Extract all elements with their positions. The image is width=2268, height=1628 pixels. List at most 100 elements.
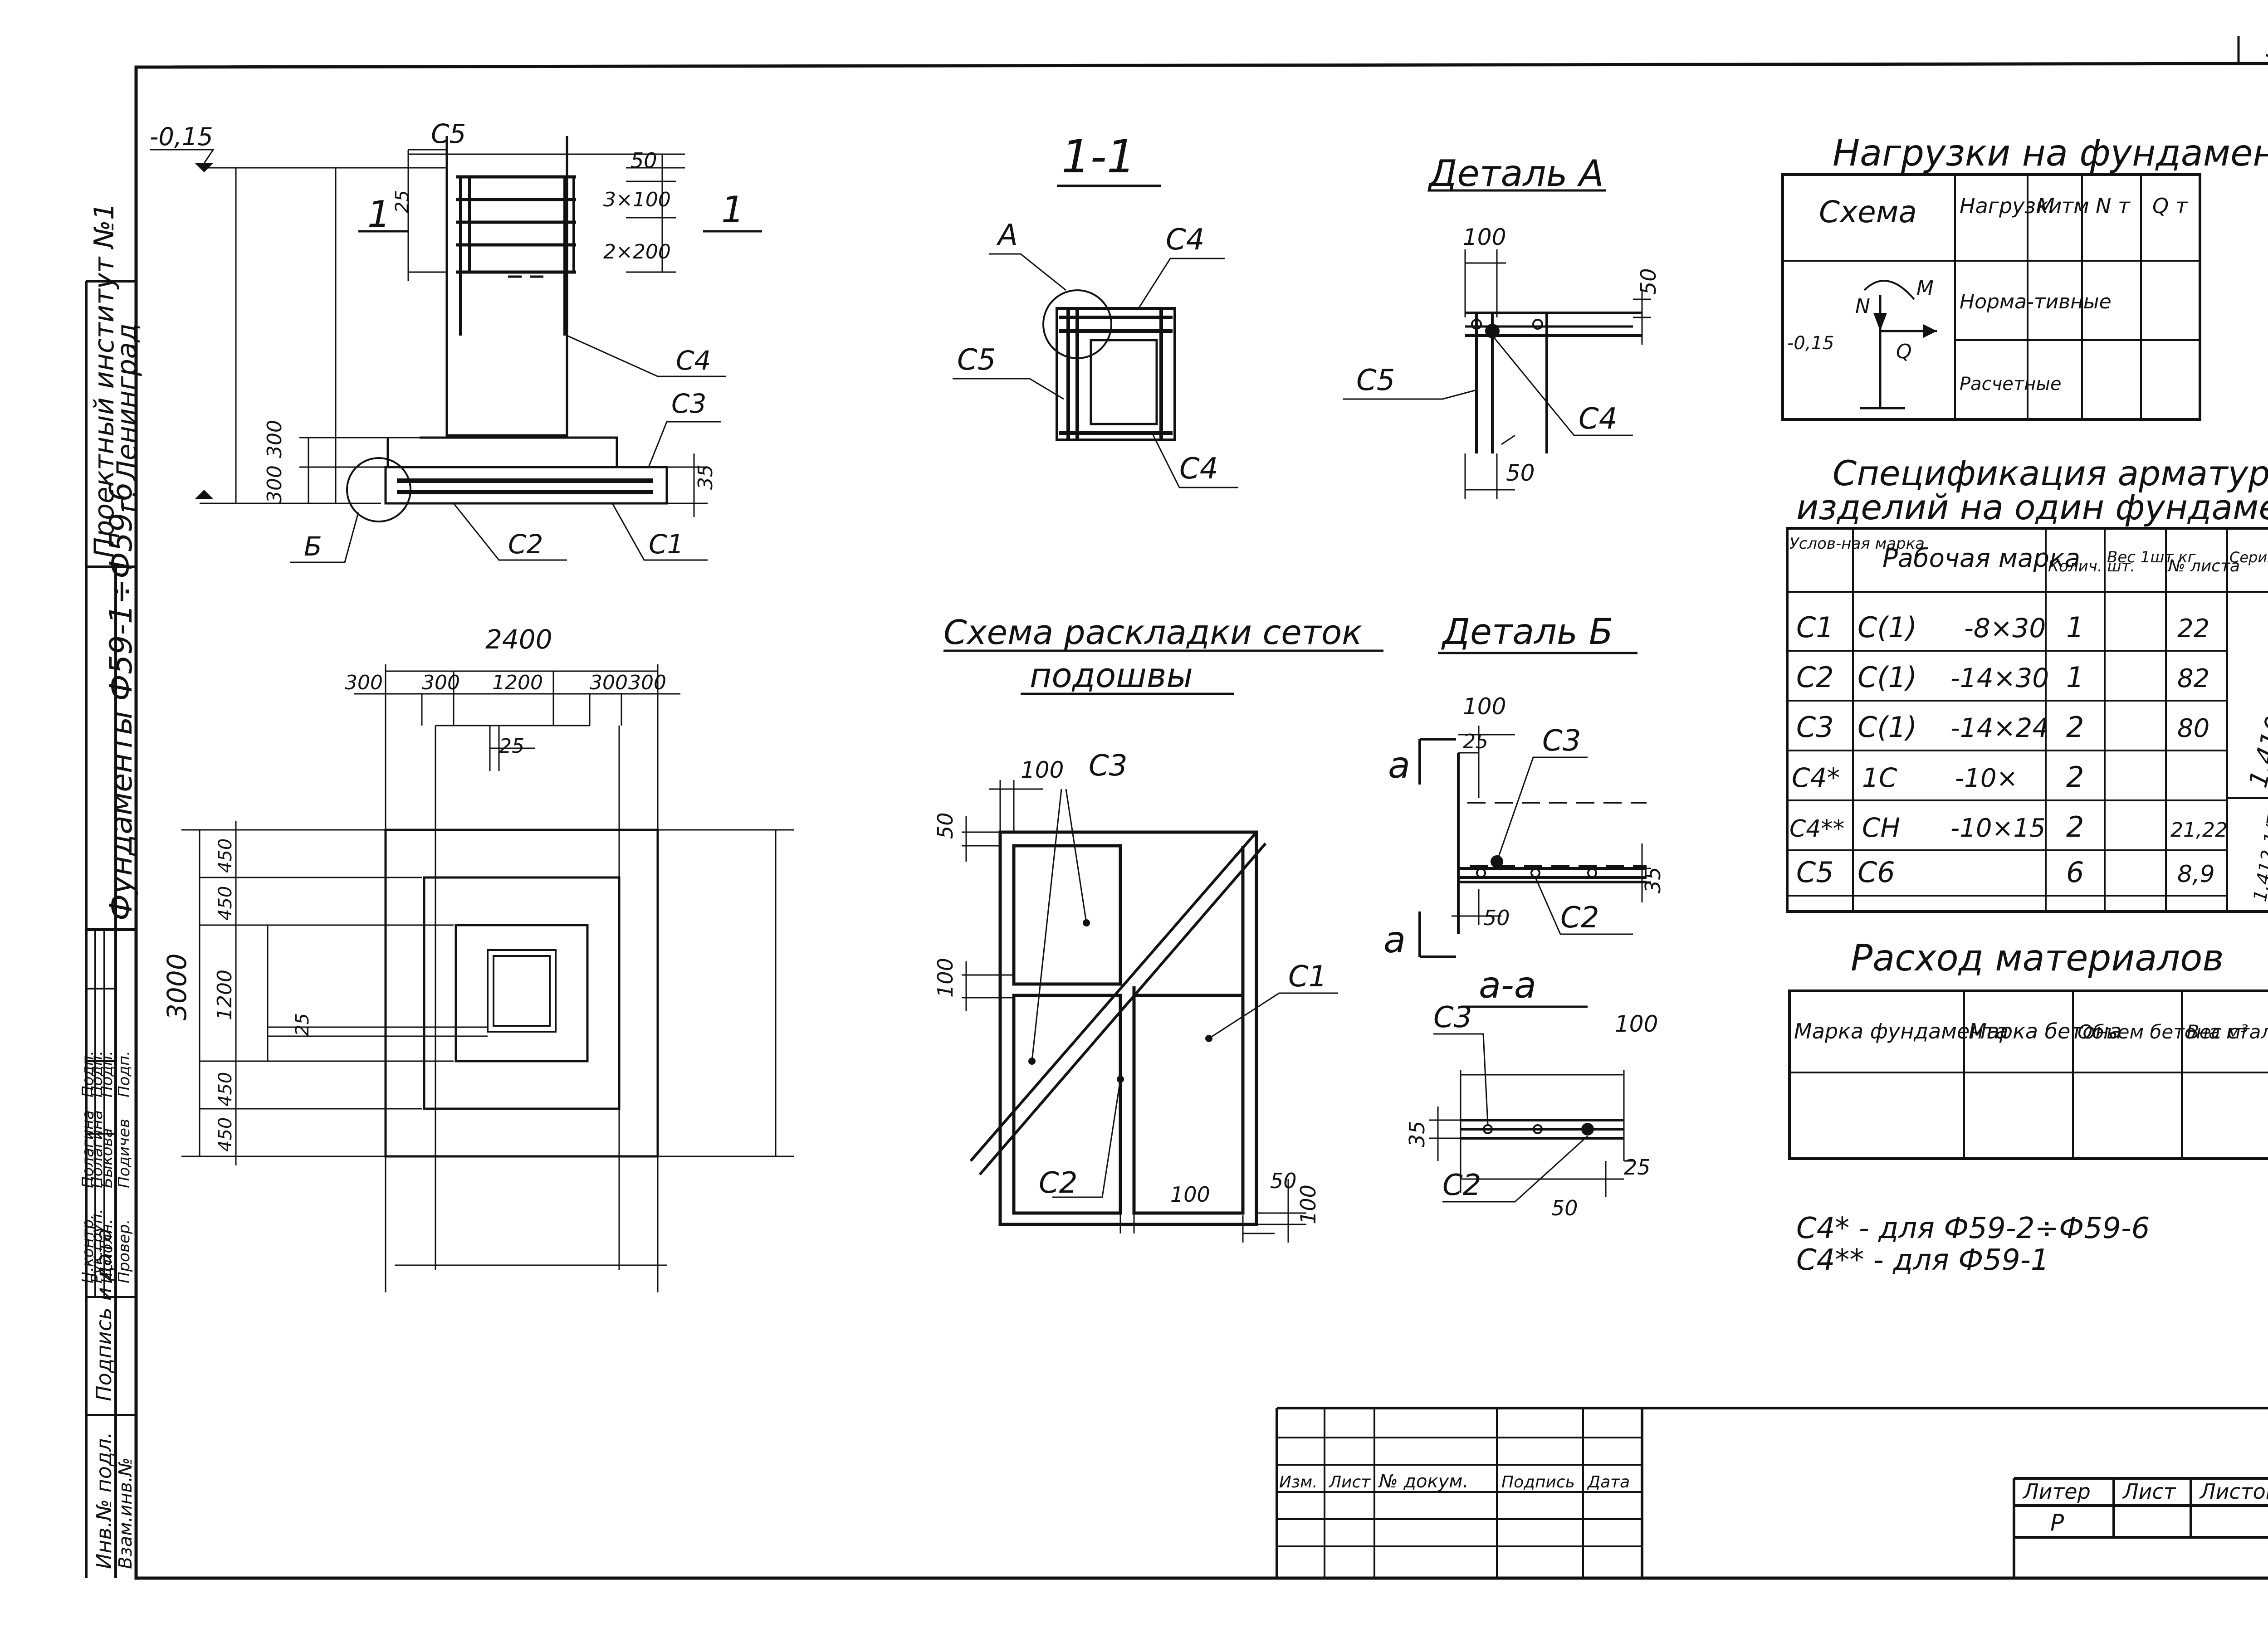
spec-row-1-sheet: 82 <box>2177 664 2209 693</box>
elev-detail-b-marker <box>346 457 411 522</box>
spec-row-3-size: -10× <box>1955 764 2018 793</box>
section-aa-title: а-а <box>1479 964 1536 1006</box>
stamp-row-0-name: Полагина <box>79 1110 97 1188</box>
detail-b-label-c3: С3 <box>1542 724 1581 758</box>
spec-row-3-qty: 2 <box>2066 760 2084 794</box>
stamp-row-0-role: Н.контр. <box>79 1214 97 1283</box>
section11-label-c5: С5 <box>957 343 996 377</box>
elev-dim-300-low: 300 <box>263 465 286 503</box>
layout-dim-100-top: 100 <box>1021 757 1064 783</box>
elev-dim-35: 35 <box>694 464 717 490</box>
materials-table: Расход материалов Марка фундамента Марка… <box>1788 937 2268 1160</box>
elev-dim-25: 25 <box>392 190 413 213</box>
spec-header-work: Рабочая марка <box>1882 544 2080 573</box>
plan-dim-25: 25 <box>499 735 524 758</box>
section11-label-c4-top: С4 <box>1166 223 1204 257</box>
spec-row-2-work: С(1) <box>1857 711 1917 744</box>
loads-row-normative: Норма-тивные <box>1960 290 2112 313</box>
spec-row-2-size: -14×24 <box>1950 712 2049 743</box>
layout-title-line1: Схема раскладки сеток <box>943 613 1362 652</box>
spec-row-0-work: С(1) <box>1857 611 1917 644</box>
elev-dim-2x200: 2×200 <box>603 240 671 263</box>
section-aa-dim-35: 35 <box>1405 1121 1429 1147</box>
spec-series-1: 1.410-2 Вып.1 <box>2244 605 2268 791</box>
loads-scheme-n: N <box>1855 295 1870 318</box>
elev-level-label: -0,15 <box>150 122 213 151</box>
elev-dim-300-high: 300 <box>263 420 286 458</box>
stamp-signdate-label: Подпись и дата <box>92 1228 116 1401</box>
detail-b: Деталь Б а а 100 25 35 50 С3 С2 <box>1383 612 1665 961</box>
detail-a: Деталь А 100 50 50 С5 С4 <box>1343 152 1661 499</box>
plan-dim-450-2: 450 <box>215 886 236 921</box>
elev-dim-top: С5 <box>431 118 466 149</box>
layout-dim-100-right: 100 <box>1296 1184 1320 1224</box>
stamp-inv-label: Инв.№ подл. <box>92 1432 116 1569</box>
spec-row-4-qty: 2 <box>2066 810 2084 843</box>
elev-label-c1: С1 <box>649 529 684 560</box>
detail-a-dim-100: 100 <box>1463 224 1506 250</box>
tb-stage-header-sheets: Листов <box>2199 1479 2268 1504</box>
side-stamp: Проектный институт №1 г. Ленинград Фунда… <box>79 203 143 1578</box>
page-number: 37 <box>2266 34 2268 63</box>
tb-header-sign: Подпись <box>1501 1473 1575 1492</box>
spec-series-2: 1.412-1/77.83 <box>2250 774 2268 903</box>
detail-a-label-c5: С5 <box>1356 364 1395 397</box>
stamp-row-1-name: Полагина <box>88 1110 106 1188</box>
spec-row-0-mark: С1 <box>1796 611 1834 644</box>
elev-section-mark-left: 1 <box>367 193 391 235</box>
tb-header-doc: № докум. <box>1378 1471 1468 1492</box>
materials-header-foundation: Марка фундамента <box>1794 1019 2008 1043</box>
stamp-row-2-name: Быкова <box>98 1128 116 1188</box>
spec-title-line2: изделий на один фундамент <box>1796 487 2268 527</box>
spec-row-5-qty: 6 <box>2066 856 2084 889</box>
section-aa-dim-50: 50 <box>1551 1196 1578 1220</box>
spec-header-weight: Вес 1шт кг <box>2107 548 2196 566</box>
plan-dim-450-1: 450 <box>215 838 236 873</box>
title-block: Изм. Лист № докум. Подпись Дата Литер Ли… <box>1276 1407 2268 1578</box>
plan-dim-450-3: 450 <box>215 1072 236 1106</box>
detail-a-title: Деталь А <box>1427 152 1604 195</box>
plan-dim-1200: 1200 <box>492 671 543 694</box>
section-1-1: 1-1 А С4 С5 С4 <box>953 130 1238 488</box>
spec-header-series: Серия, выпуск <box>2229 549 2268 566</box>
plan-dim-300-1: 300 <box>345 671 383 694</box>
spec-header-sheet: № листа <box>2167 557 2240 575</box>
section11-label-a: А <box>996 219 1018 252</box>
elev-label-c2: С2 <box>508 529 543 560</box>
detail-a-dim-50-right: 50 <box>1636 268 1661 295</box>
plan-dim-450-4: 450 <box>215 1117 236 1152</box>
section11-title: 1-1 <box>1061 130 1135 183</box>
loads-header-n: N т <box>2096 194 2131 218</box>
materials-header-steel: Вес стали кг <box>2186 1021 2268 1043</box>
spec-row-1-qty: 1 <box>2066 661 2084 694</box>
spec-row-2-mark: С3 <box>1796 711 1834 744</box>
spec-row-3-mark: С4* <box>1792 762 1840 793</box>
detail-b-dim-100: 100 <box>1463 693 1506 720</box>
detail-b-title: Деталь Б <box>1441 612 1613 653</box>
spec-row-1-mark: С2 <box>1796 661 1834 694</box>
elev-dim-3x100: 3×100 <box>603 188 671 211</box>
elev-label-b: Б <box>304 531 322 562</box>
spec-row-1-size: -14×30 <box>1950 663 2049 693</box>
loads-scheme-q: Q <box>1896 340 1912 363</box>
spec-row-4-mark: С4** <box>1789 815 1844 843</box>
spec-row-5-sheet: 8,9 <box>2177 861 2215 888</box>
stamp-row-0-sign: Подп. <box>79 1051 97 1097</box>
spec-row-0-size: -8×30 <box>1964 613 2046 643</box>
loads-scheme-m: М <box>1916 277 1934 300</box>
spec-row-4-sheet: 21,22 <box>2170 819 2228 842</box>
stamp-row-3-sign: Подп. <box>115 1051 133 1097</box>
spec-header-mark: Услов-ная марка <box>1789 535 1925 553</box>
elev-dim-50: 50 <box>631 148 657 173</box>
loads-scheme-level: -0,15 <box>1787 333 1834 354</box>
spec-row-2-qty: 2 <box>2066 711 2084 744</box>
tb-stage-header-letter: Литер <box>2022 1479 2091 1504</box>
elev-label-c3: С3 <box>671 388 706 419</box>
layout-dim-100-bottom: 100 <box>1170 1182 1210 1207</box>
stamp-city: г. Ленинград <box>111 323 143 512</box>
loads-row-design: Расчетные <box>1960 374 2062 395</box>
layout-dim-50-bottom: 50 <box>1270 1169 1297 1193</box>
section-aa-label-c2: С2 <box>1442 1169 1481 1202</box>
stamp-row-1-role: Рук.груп. <box>88 1209 106 1283</box>
